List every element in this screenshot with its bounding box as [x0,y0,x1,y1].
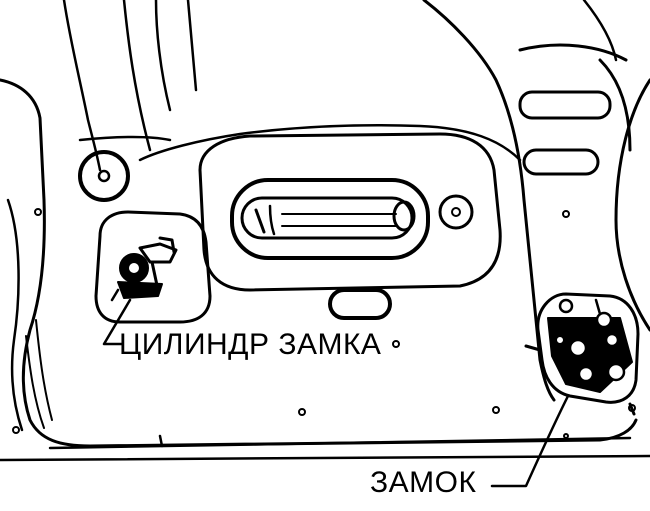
panel-holes [12,150,636,439]
door-bottom-trim [0,434,650,462]
door-lock-assembly [524,292,640,416]
lock-cylinder-leader-line [102,298,132,346]
lock-cylinder-recess [94,210,212,324]
inner-handle-recess-panel [198,132,502,292]
leader-lines [102,298,570,488]
door-handle [230,178,430,260]
door-inner-panel-outline [0,78,638,448]
lock-cylinder-callout-label: ЦИЛИНДР ЗАМКА [119,328,382,361]
lock-cylinder-assembly [110,236,178,302]
right-reinforcement-panel [422,0,650,402]
lock-leader-line [490,394,570,488]
lock-callout-label: ЗАМОК [370,466,477,499]
window-frame-lines [62,0,522,172]
